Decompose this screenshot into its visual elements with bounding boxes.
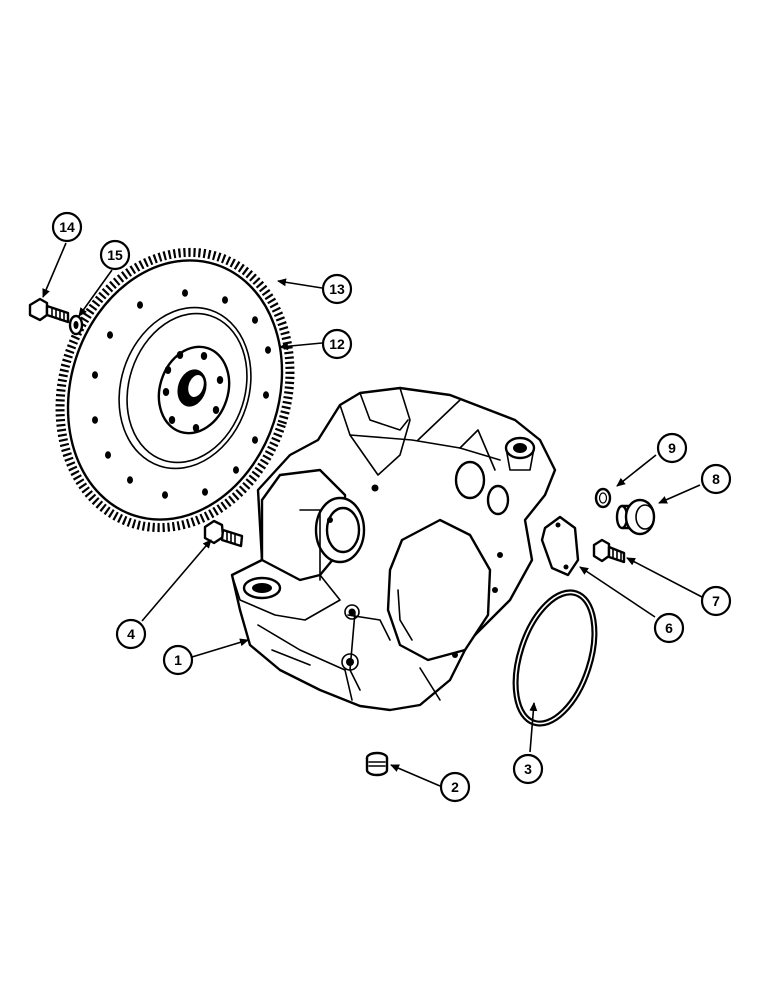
cover-6 bbox=[540, 515, 580, 577]
plug-8 bbox=[615, 498, 656, 536]
callout-4: 4 bbox=[115, 618, 147, 650]
svg-text:15: 15 bbox=[107, 247, 123, 263]
washer-15 bbox=[68, 314, 84, 336]
callout-15: 15 bbox=[99, 239, 131, 271]
svg-text:8: 8 bbox=[712, 471, 720, 487]
callout-6: 6 bbox=[653, 612, 685, 644]
callout-13: 13 bbox=[321, 273, 353, 305]
callout-14: 14 bbox=[51, 211, 83, 243]
svg-text:1: 1 bbox=[174, 652, 182, 668]
washer-9 bbox=[594, 487, 612, 509]
flywheel-ring-gear bbox=[55, 247, 295, 533]
svg-text:13: 13 bbox=[329, 281, 345, 297]
bolt-4 bbox=[203, 519, 244, 548]
bolt-7 bbox=[592, 538, 626, 564]
svg-text:2: 2 bbox=[451, 779, 459, 795]
callout-12: 12 bbox=[321, 328, 353, 360]
svg-text:6: 6 bbox=[665, 620, 673, 636]
callout-8: 8 bbox=[700, 463, 732, 495]
svg-text:12: 12 bbox=[329, 336, 345, 352]
callout-1: 1 bbox=[162, 644, 194, 676]
callout-9: 9 bbox=[656, 432, 688, 464]
bolt-14 bbox=[28, 297, 70, 324]
svg-text:3: 3 bbox=[524, 761, 532, 777]
svg-text:7: 7 bbox=[712, 593, 720, 609]
callout-2: 2 bbox=[439, 771, 471, 803]
leader-lines bbox=[42, 242, 703, 787]
svg-text:14: 14 bbox=[59, 219, 75, 235]
flywheel-housing bbox=[230, 386, 557, 712]
oring-3 bbox=[512, 589, 598, 727]
callout-3: 3 bbox=[512, 753, 544, 785]
svg-text:4: 4 bbox=[127, 626, 135, 642]
plug-2 bbox=[365, 751, 389, 777]
svg-text:9: 9 bbox=[668, 440, 676, 456]
callout-7: 7 bbox=[700, 585, 732, 617]
